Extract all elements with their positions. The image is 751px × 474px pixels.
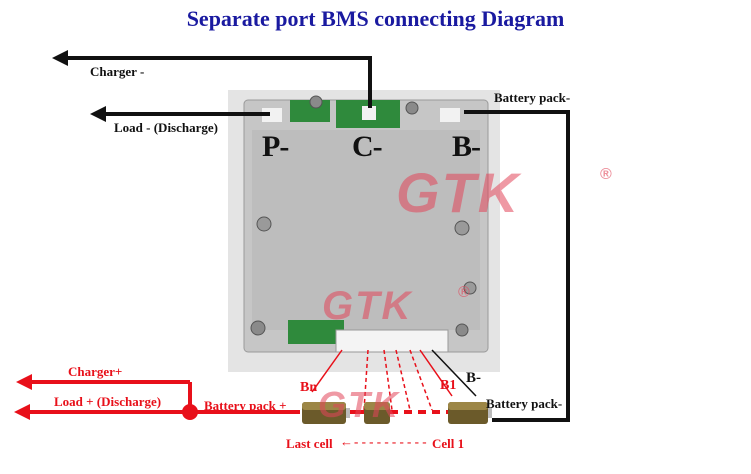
dash-leader: - - - - - - - - - - <box>354 434 427 449</box>
gtk-watermark: GTK <box>322 284 413 328</box>
screw <box>405 101 419 115</box>
registered-mark: ® <box>600 166 612 183</box>
battery-pack-minus-bottom-label: Battery pack- <box>486 396 563 411</box>
pcb-strip-bottom <box>288 320 344 344</box>
cell-b1-label: B1 <box>440 378 457 393</box>
port-p-label: P- <box>262 130 289 163</box>
port-b-label: B- <box>452 130 481 163</box>
gtk-watermark: GTK <box>318 384 400 425</box>
junction-dot <box>182 404 198 420</box>
battery-pack-minus-top-label: Battery pack- <box>494 90 571 105</box>
screw <box>454 220 470 236</box>
last-cell-label: Last cell <box>286 436 333 451</box>
cell-1-label: Cell 1 <box>432 436 465 451</box>
registered-mark: ® <box>458 284 470 301</box>
charger-plus-label: Charger+ <box>68 364 123 379</box>
battery-pack-plus-label: Battery pack + <box>204 398 287 413</box>
cell-middle <box>364 402 390 424</box>
gtk-watermark: GTK <box>396 161 521 224</box>
screw <box>256 216 272 232</box>
screw <box>250 320 266 336</box>
screw <box>309 95 323 109</box>
screw <box>463 281 477 295</box>
screw <box>455 323 469 337</box>
arrow-left-label: ← <box>340 434 353 449</box>
balance-connector <box>335 329 449 353</box>
load-plus-arrow <box>14 404 30 420</box>
sense-lead <box>311 349 343 393</box>
load-minus-label: Load - (Discharge) <box>114 120 218 135</box>
terminal-c <box>362 106 376 120</box>
sense-lead <box>419 349 453 397</box>
sense-lead <box>395 349 411 411</box>
cell-bn-label: Bn <box>300 380 318 395</box>
charger-minus-arrow <box>52 50 68 66</box>
cell-b1 <box>448 402 492 424</box>
load-minus-arrow <box>90 106 106 122</box>
port-c-label: C- <box>352 130 383 163</box>
charger-minus-label: Charger - <box>90 64 145 79</box>
diagram-title: Separate port BMS connecting Diagram <box>186 6 565 31</box>
sense-lead <box>383 349 393 411</box>
heatsink <box>252 130 480 330</box>
b-minus-sense-label: B- <box>466 370 481 386</box>
terminal-b <box>440 108 460 122</box>
cell-bn <box>302 402 350 424</box>
sense-lead-b-minus <box>431 349 477 397</box>
charger-minus-wire <box>64 56 372 108</box>
charger-plus-arrow <box>16 374 32 390</box>
battery-pack-minus-wire <box>464 110 570 422</box>
sense-lead <box>409 349 433 411</box>
terminal-p <box>262 108 282 122</box>
load-plus-label: Load + (Discharge) <box>54 394 162 409</box>
sense-lead <box>363 349 369 411</box>
